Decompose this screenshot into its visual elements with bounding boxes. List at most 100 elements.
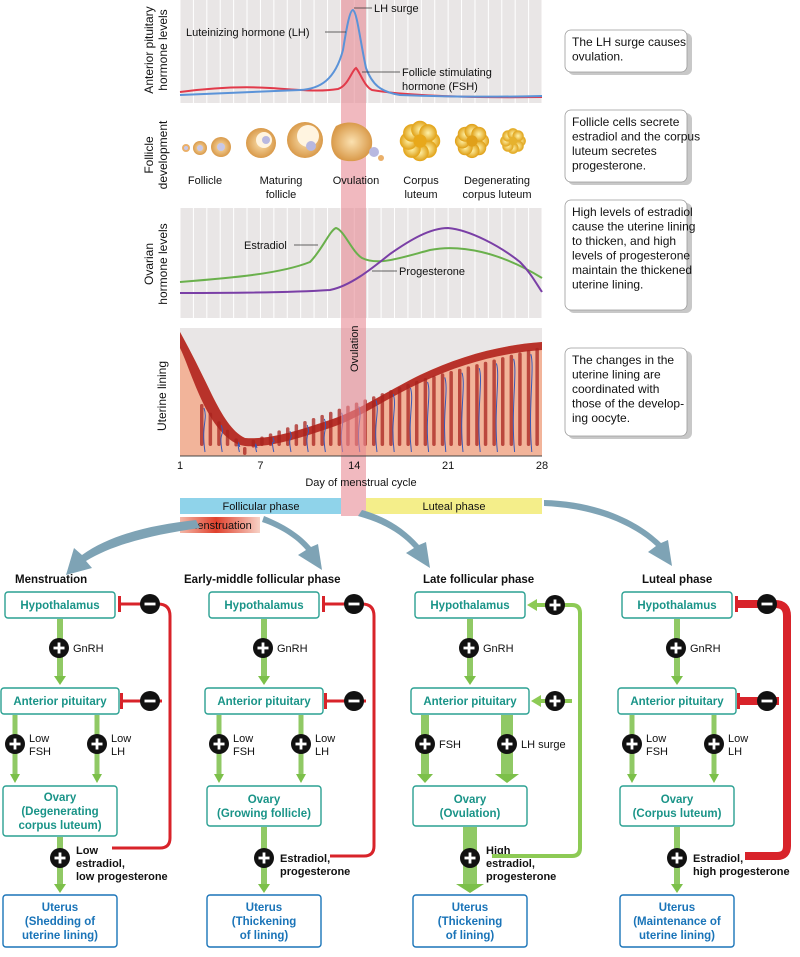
phase-arrows [66, 500, 672, 575]
gnrh-label-3: GnRH [690, 643, 721, 655]
follicular-phase-bar [180, 498, 341, 514]
row-label-ovarian: Ovarianhormone levels [142, 223, 170, 304]
left-arrow-label-2: FSH [439, 739, 461, 751]
progesterone-curve [179, 226, 543, 294]
row-label-follicle: Follicledevelopment [142, 120, 170, 189]
pituitary-box-3-label: Anterior pituitary [630, 696, 724, 708]
hypothalamus-box-1 [208, 591, 320, 619]
panel-1: Early-middle follicular phaseHypothalamu… [184, 574, 376, 948]
panel-title-2: Late follicular phase [423, 574, 534, 586]
hypothalamus-box-1-label: Hypothalamus [224, 600, 303, 612]
lh-curve [179, 8, 543, 98]
hypothalamus-box-0-label: Hypothalamus [20, 600, 99, 612]
feedback-loop-1 [325, 602, 376, 858]
note-box-2 [564, 199, 688, 311]
feedback-loop-3 [738, 600, 791, 860]
menstruation-label: Menstruation [188, 520, 252, 532]
ovary-box-0 [2, 785, 118, 837]
row-label-pituitary: Anterior pituitaryhormone levels [142, 6, 170, 93]
hormone-label-3: Estradiol,high progesterone [693, 853, 790, 878]
panel-title-3: Luteal phase [642, 574, 712, 586]
hypothalamus-box-3-label: Hypothalamus [637, 600, 716, 612]
hypothalamus-box-2-label: Hypothalamus [430, 600, 509, 612]
ovary-box-1-label: Ovary(Growing follicle) [217, 794, 311, 820]
pituitary-box-3 [617, 687, 737, 715]
pituitary-box-0 [0, 687, 120, 715]
uterine-lining-art [180, 332, 542, 456]
ovary-box-1 [206, 785, 322, 827]
uterus-box-2 [412, 894, 528, 948]
axis-tick-7: 7 [257, 460, 263, 472]
hormone-label-1: Estradiol,progesterone [280, 853, 350, 878]
ovary-box-2-label: Ovary(Ovulation) [440, 794, 501, 820]
axis-tick-14: 14 [348, 460, 360, 472]
hypothalamus-box-2 [414, 591, 526, 619]
ovulation-band-label: Ovulation [349, 326, 361, 372]
pituitary-box-2-label: Anterior pituitary [423, 696, 517, 708]
pituitary-box-2 [410, 687, 530, 715]
note-box-0 [564, 29, 688, 73]
panel-title-0: Menstruation [15, 574, 87, 586]
follicle-label-2: Ovulation [333, 175, 379, 187]
pituitary-box-1 [204, 687, 324, 715]
row-label-uterine: Uterine lining [155, 361, 169, 431]
pituitary-box-0-label: Anterior pituitary [13, 696, 107, 708]
right-arrow-label-2: LH surge [521, 739, 566, 751]
note-box-3 [564, 347, 688, 437]
axis-label: Day of menstrual cycle [305, 477, 416, 489]
feedback-loop-0 [112, 602, 172, 850]
estradiol-curve [179, 226, 543, 283]
lh-label: Luteinizing hormone (LH) [186, 27, 310, 39]
uterus-box-1 [206, 894, 322, 948]
luteal-phase-label: Luteal phase [423, 501, 486, 513]
luteal-phase-bar [366, 498, 542, 514]
axis-tick-21: 21 [442, 460, 454, 472]
hypothalamus-box-0 [4, 591, 116, 619]
uterus-box-0 [2, 894, 118, 948]
follicular-phase-label: Follicular phase [222, 501, 299, 513]
ovary-box-2 [412, 785, 528, 827]
gnrh-label-0: GnRH [73, 643, 104, 655]
uterus-box-3 [619, 894, 735, 948]
gnrh-label-1: GnRH [277, 643, 308, 655]
panel-title-1: Early-middle follicular phase [184, 574, 341, 586]
menstruation-bar [180, 517, 260, 533]
lh-surge-label: LH surge [374, 3, 419, 15]
pituitary-box-1-label: Anterior pituitary [217, 696, 311, 708]
gnrh-label-2: GnRH [483, 643, 514, 655]
ovary-box-3-label: Ovary(Corpus luteum) [633, 794, 722, 820]
estradiol-label: Estradiol [244, 240, 287, 252]
follicle-images [182, 120, 526, 162]
axis-tick-1: 1 [177, 460, 183, 472]
note-box-1 [564, 109, 688, 183]
follicle-label-0: Follicle [188, 175, 222, 187]
hypothalamus-box-3 [621, 591, 733, 619]
ovary-box-3 [619, 785, 735, 827]
feedback-loop-2 [492, 603, 582, 858]
